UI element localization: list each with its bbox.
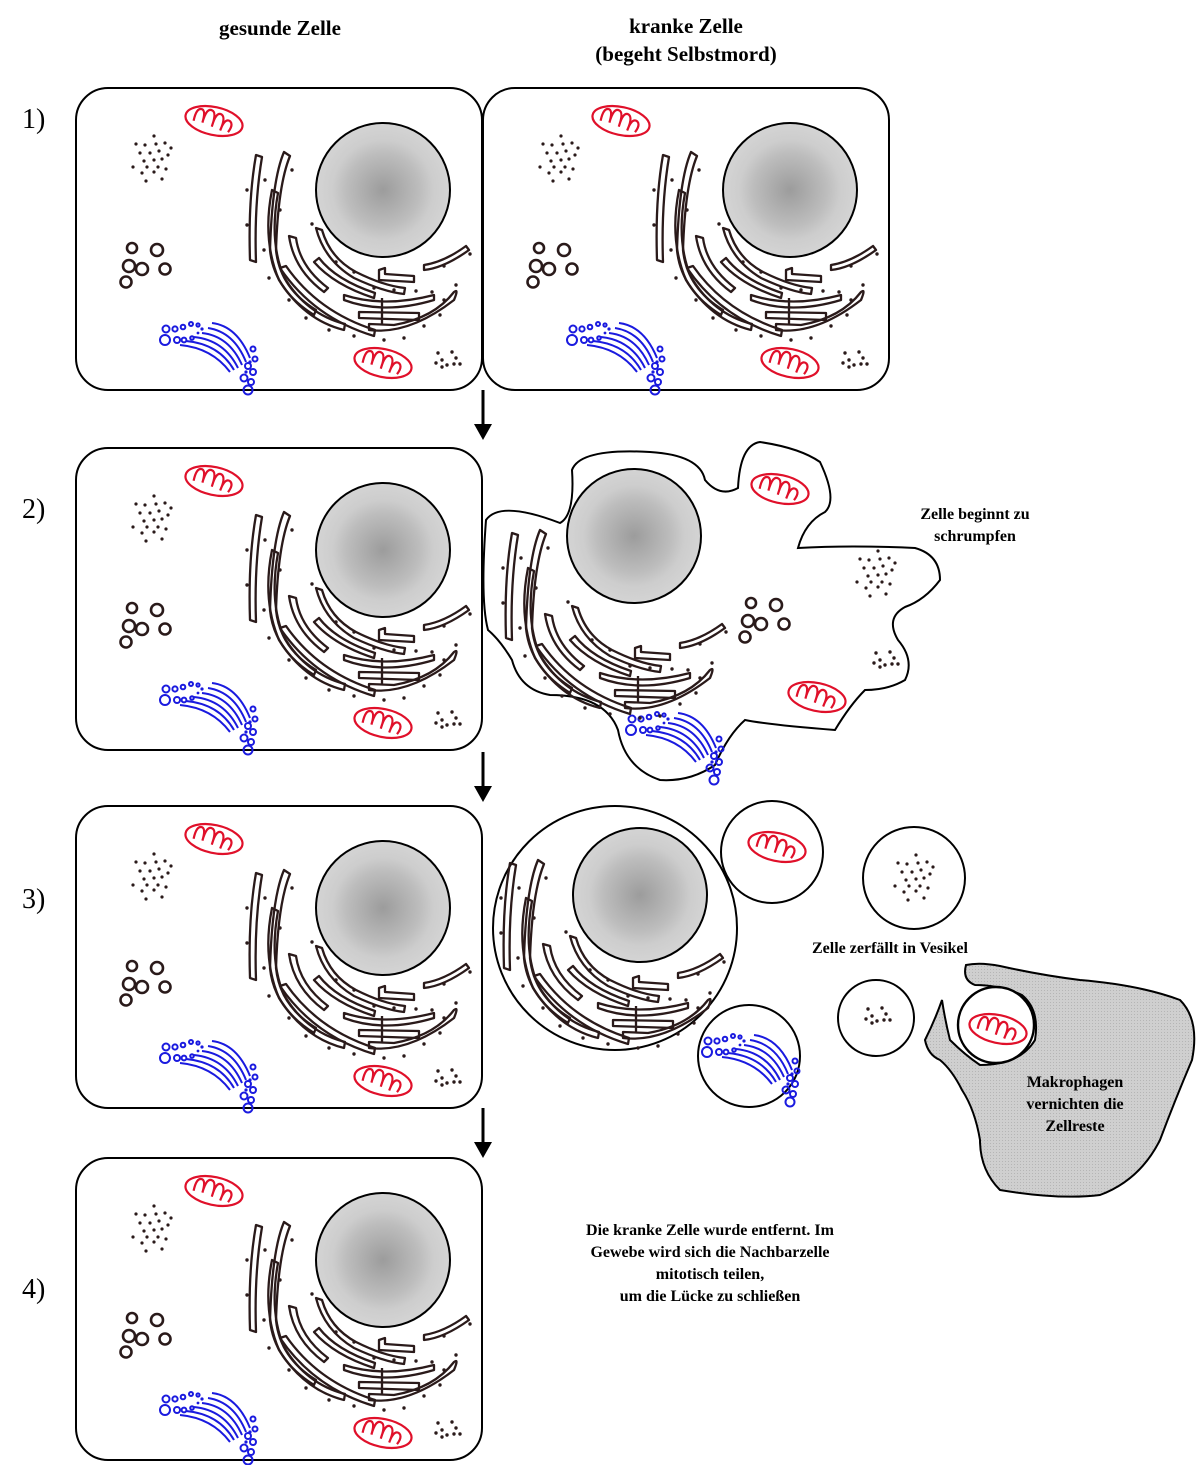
step-arrow-head	[474, 1142, 492, 1158]
golgi-vesicle	[697, 1004, 801, 1108]
macrophage-annotation-line1: Makrophagen	[1026, 1074, 1124, 1091]
nucleus	[566, 468, 702, 604]
removed-annotation-line1: Die kranke Zelle wurde entfernt. Im	[586, 1222, 834, 1239]
removed-annotation: Die kranke Zelle wurde entfernt. Im Gewe…	[530, 1220, 890, 1308]
healthy-cell-heading: gesunde Zelle	[219, 16, 341, 40]
removed-annotation-line3: mitotisch teilen,	[655, 1266, 765, 1283]
healthy-cell-step1	[75, 87, 483, 396]
shrinking-cell	[482, 440, 942, 786]
sick-cell-step1	[482, 87, 890, 396]
macrophage	[923, 962, 1196, 1198]
step-arrow-head	[474, 424, 492, 440]
removed-annotation-line4: um die Lücke zu schließen	[619, 1288, 801, 1305]
macrophage-annotation-line2: vernichten die	[1026, 1096, 1124, 1113]
vesicles-group	[492, 800, 1196, 1198]
step-label-4: 4)	[22, 1274, 46, 1305]
shrinking-annotation-line2: schrumpfen	[934, 528, 1016, 545]
sick-cell-heading-line2: (begeht Selbstmord)	[595, 42, 777, 66]
sick-cell-heading-line1: kranke Zelle	[629, 14, 743, 38]
nucleus	[315, 840, 451, 976]
shrinking-annotation-line1: Zelle beginnt zu	[920, 506, 1030, 523]
vesicles-annotation: Zelle zerfällt in Vesikel	[812, 940, 968, 957]
macrophage-annotation: Makrophagen vernichten die Zellreste	[990, 1072, 1160, 1138]
nucleus	[572, 827, 708, 963]
healthy-cell-step4	[75, 1157, 483, 1465]
step-label-3: 3)	[22, 884, 46, 915]
small-ribosome-vesicle	[837, 979, 915, 1057]
nucleus	[315, 482, 451, 618]
macrophage-annotation-line3: Zellreste	[1045, 1118, 1105, 1135]
nucleus	[315, 1192, 451, 1328]
removed-annotation-line2: Gewebe wird sich die Nachbarzelle	[590, 1244, 830, 1261]
shrinking-cell-membrane	[482, 440, 942, 782]
healthy-cell-step2	[75, 447, 483, 756]
sick-cell-heading: kranke Zelle (begeht Selbstmord)	[536, 12, 836, 68]
shrinking-annotation: Zelle beginnt zu schrumpfen	[880, 504, 1070, 548]
nucleus	[722, 122, 858, 258]
step-label-2: 2)	[22, 494, 46, 525]
nucleus	[315, 122, 451, 258]
cells-layer	[75, 87, 1196, 1465]
mitochondrion-vesicle	[720, 800, 824, 904]
ribosome-vesicle	[862, 826, 966, 930]
arrows-layer	[474, 390, 492, 1158]
healthy-cell-step3	[75, 805, 483, 1114]
step-arrow-head	[474, 786, 492, 802]
step-label-1: 1)	[22, 104, 46, 135]
